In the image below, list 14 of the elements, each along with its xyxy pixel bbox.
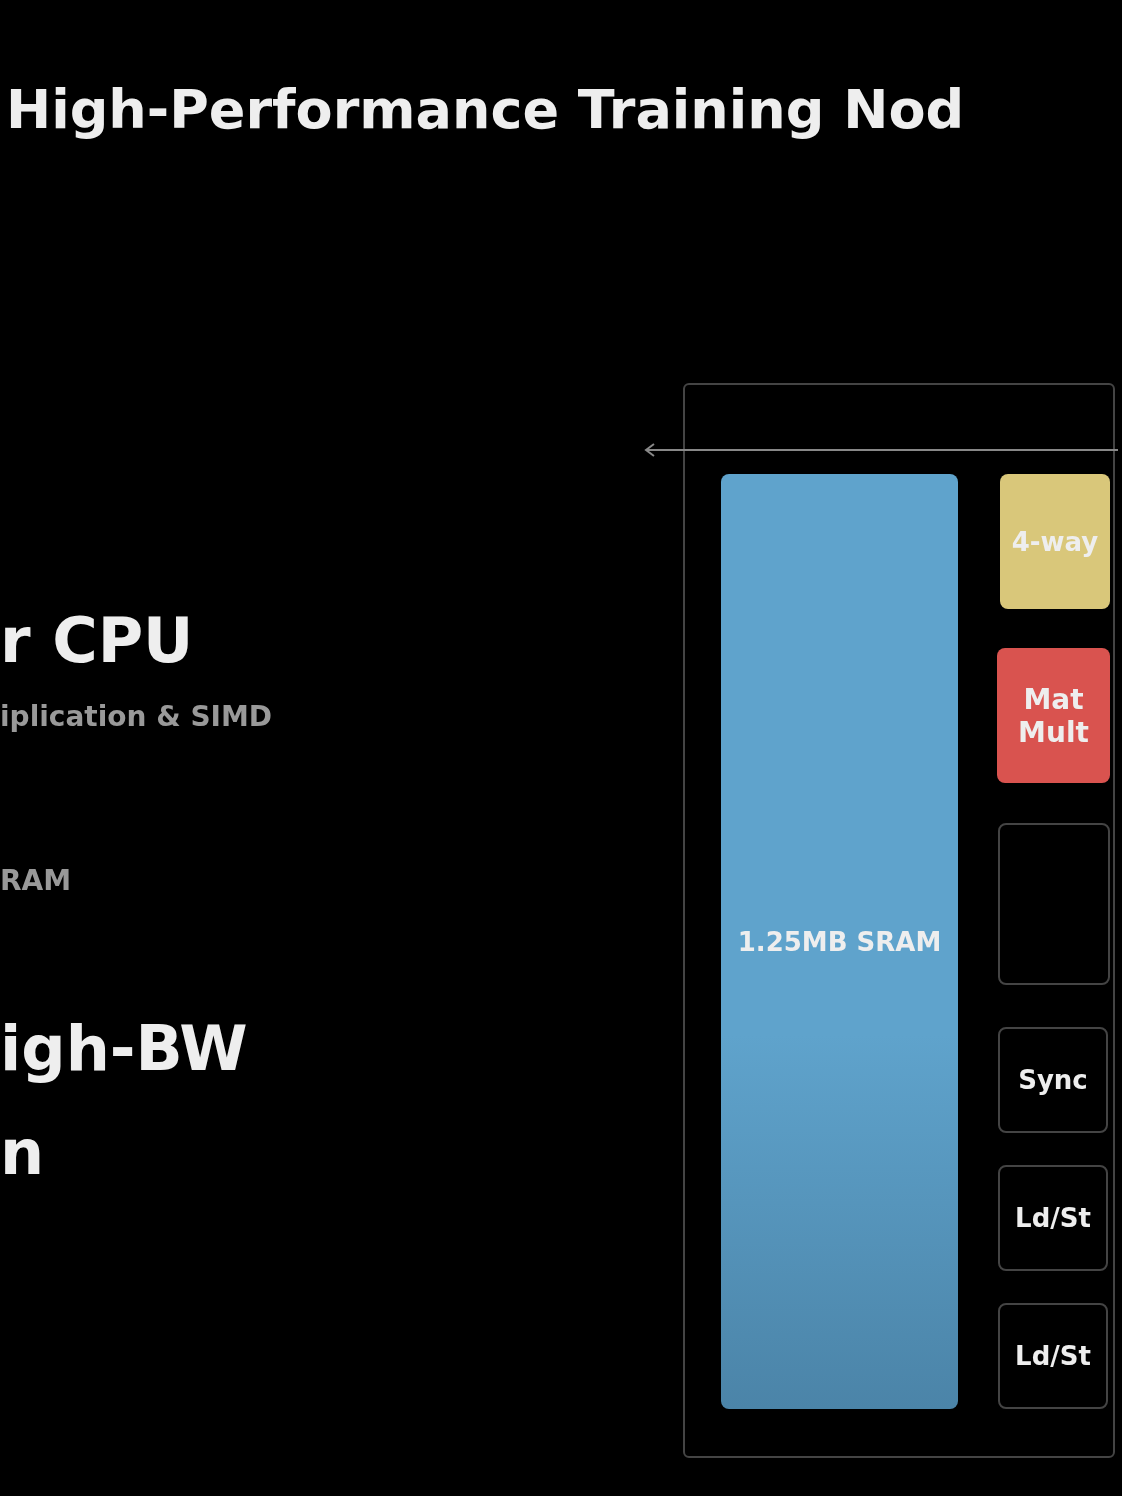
chip-outline [683,383,1115,1458]
unit-box: Mat Mult [997,648,1110,783]
heading-text: igh-BW [0,1012,248,1085]
unit-box: Ld/St [998,1165,1108,1271]
unit-box: Sync [998,1027,1108,1133]
slide-title: High-Performance Training Nod [6,78,965,141]
unit-box: Ld/St [998,1303,1108,1409]
heading-text: r CPU [0,604,194,677]
subheading-text: RAM [0,864,72,897]
subheading-text: iplication & SIMD [0,700,273,733]
empty-box [998,823,1110,985]
heading-text: n [0,1116,45,1189]
unit-box: 4-way [1000,474,1110,609]
memory-bar: 1.25MB SRAM [721,474,958,1409]
